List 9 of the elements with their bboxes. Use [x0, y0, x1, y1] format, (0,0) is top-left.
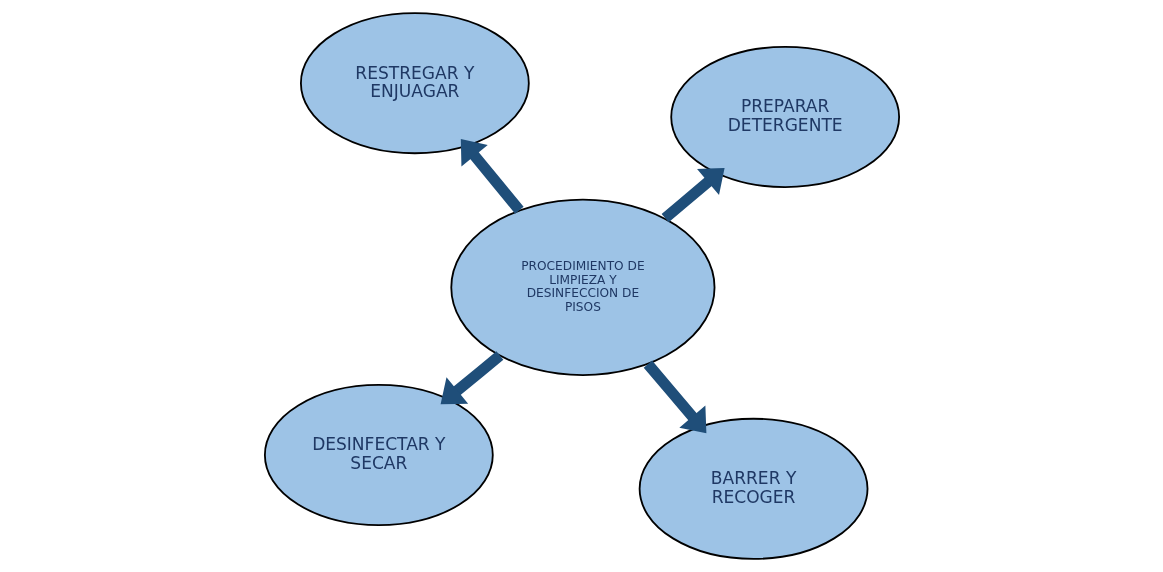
node-ellipse: RESTREGAR Y ENJUAGAR — [299, 12, 530, 155]
node-ellipse: BARRER Y RECOGER — [638, 417, 868, 560]
arrow — [643, 360, 706, 434]
arrow — [440, 351, 503, 405]
arrow — [661, 168, 725, 223]
node-ellipse: DESINFECTAR Y SECAR — [263, 384, 494, 526]
node-ellipse: PREPARAR DETERGENTE — [669, 46, 900, 188]
node-ellipse: PROCEDIMIENTO DE LIMPIEZA Y DESINFECCION DE PISOS — [449, 198, 715, 377]
arrow — [460, 139, 524, 214]
